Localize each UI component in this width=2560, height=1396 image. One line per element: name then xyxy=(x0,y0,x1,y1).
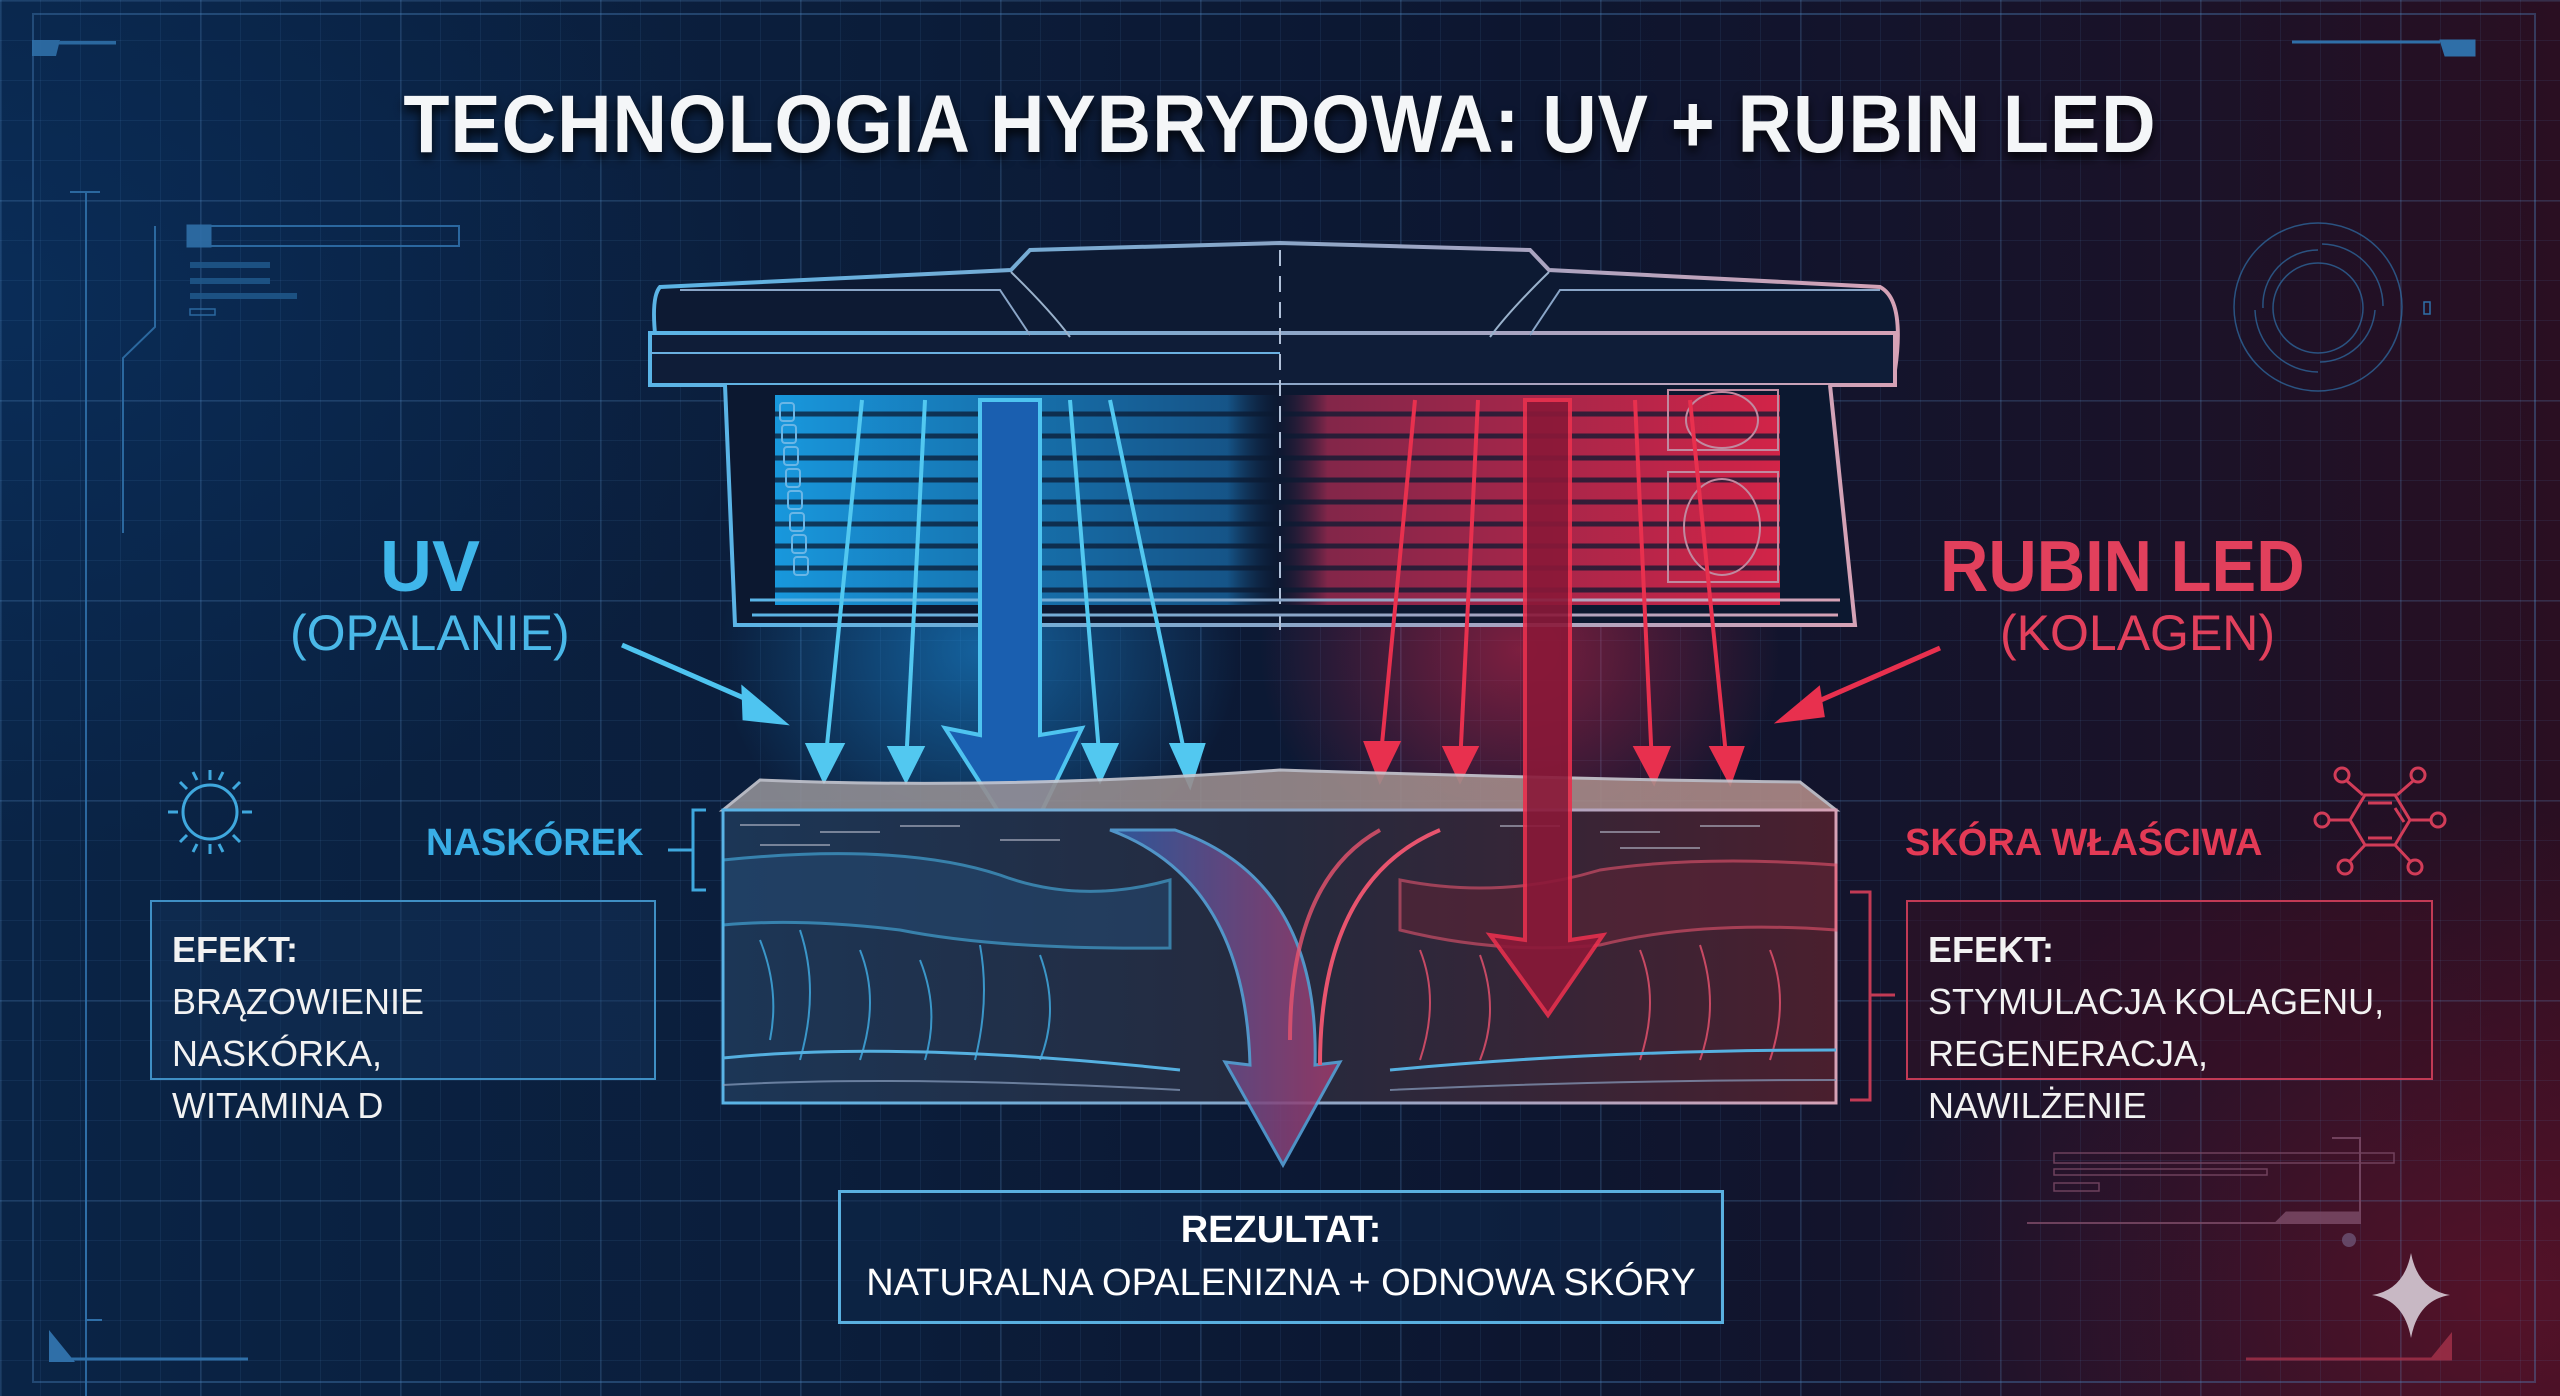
uv-pointer-arrow xyxy=(621,642,790,726)
tanning-bed-canopy xyxy=(648,240,1900,630)
rubin-led-sublabel: (KOLAGEN) xyxy=(2000,605,2276,661)
uv-effect-line-1: BRĄZOWIENIE NASKÓRKA, xyxy=(172,981,425,1074)
uv-sublabel: (OPALANIE) xyxy=(290,605,570,661)
uv-effect-line-2: WITAMINA D xyxy=(172,1085,384,1126)
red-light-rays xyxy=(1363,399,1745,787)
result-box: REZULTAT: NATURALNA OPALENIZNA + ODNOWA … xyxy=(838,1190,1724,1324)
uv-rays xyxy=(804,399,1206,791)
sun-icon xyxy=(168,770,252,854)
page-title: TECHNOLOGIA HYBRYDOWA: UV + RUBIN LED xyxy=(403,79,2157,170)
rubin-effect-heading: EFEKT: xyxy=(1928,929,2054,970)
naskorek-layer-label: NASKÓREK xyxy=(426,822,644,864)
uv-label: UV xyxy=(380,527,481,607)
sparkle-icon xyxy=(2372,1253,2450,1338)
outer-frame xyxy=(32,13,2536,1383)
rubin-pointer-arrow xyxy=(1773,645,1942,724)
hud-top-left xyxy=(32,40,460,1396)
result-text: NATURALNA OPALENIZNA + ODNOWA SKÓRY xyxy=(866,1262,1696,1304)
hud-bottom-left xyxy=(49,1100,248,1362)
hud-bottom-right xyxy=(2027,1137,2452,1361)
uv-effect-box: EFEKT: BRĄZOWIENIE NASKÓRKA, WITAMINA D xyxy=(150,900,656,1126)
skin-cross-section xyxy=(718,398,1841,1169)
skora-wlasciwa-layer-label: SKÓRA WŁAŚCIWA xyxy=(1905,822,2263,864)
rubin-effect-box: EFEKT: STYMULACJA KOLAGENU, REGENERACJA,… xyxy=(1906,900,2433,1126)
rubin-main-arrow xyxy=(1485,398,1608,1019)
molecule-icon xyxy=(2313,766,2447,876)
rubin-led-label: RUBIN LED xyxy=(1940,527,2305,607)
hud-top-right xyxy=(2233,39,2476,392)
rubin-effect-line-1: STYMULACJA KOLAGENU, xyxy=(1928,981,2385,1022)
skora-bracket xyxy=(1850,890,1895,1102)
result-heading: REZULTAT: xyxy=(1180,1209,1382,1251)
rubin-effect-line-2: REGENERACJA, NAWILŻENIE xyxy=(1928,1033,2209,1126)
uv-effect-heading: EFEKT: xyxy=(172,929,298,970)
naskorek-bracket xyxy=(668,808,706,892)
